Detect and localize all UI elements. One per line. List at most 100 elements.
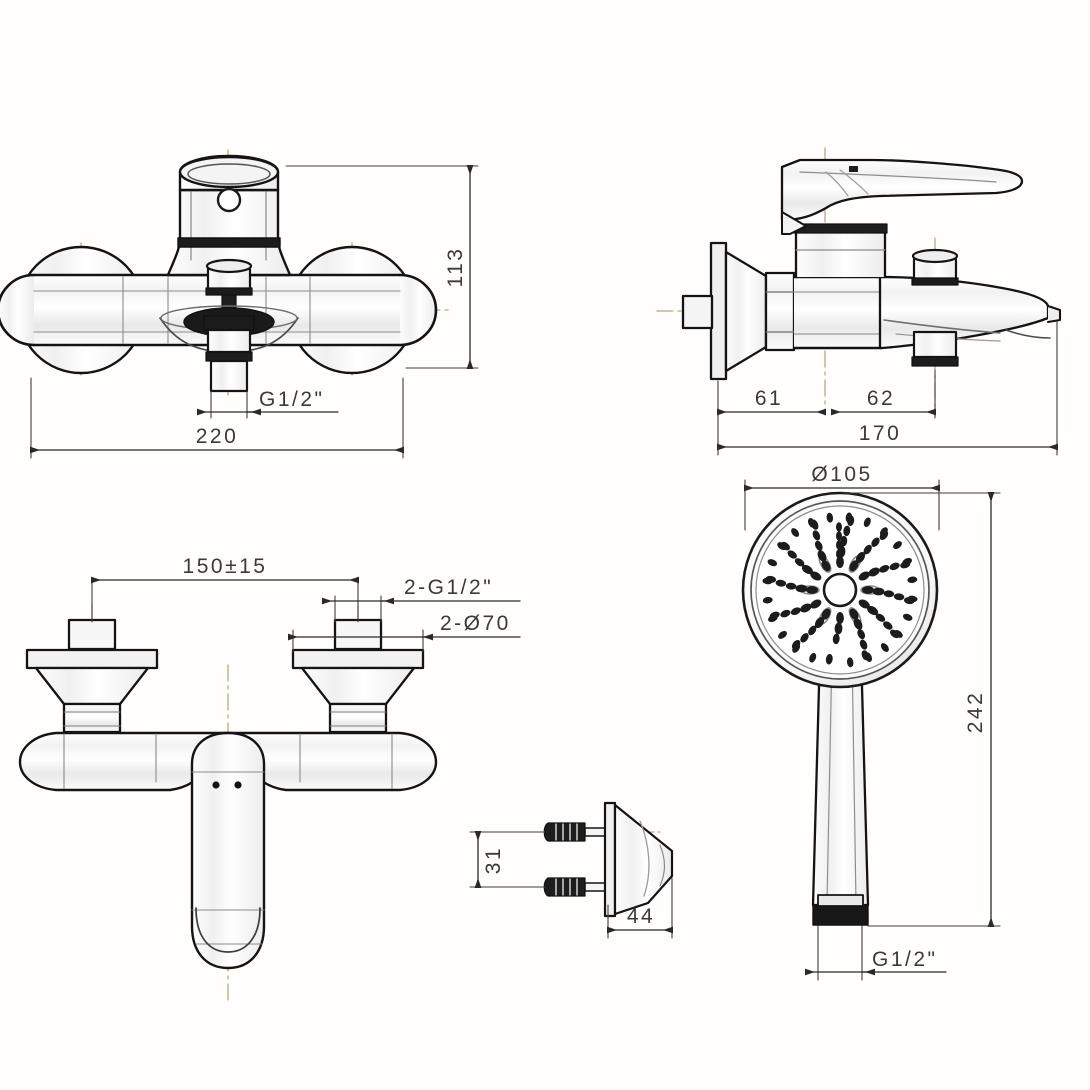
spray-nozzle [807, 518, 816, 528]
hand-shower-view: Ø105 242 G1/2" [741, 463, 1001, 981]
spray-nozzle [858, 571, 870, 581]
dimension-front-g-half: G1/2" [197, 388, 339, 419]
dimension-total-length-242: 242 [842, 492, 1001, 927]
outlet-nut [203, 315, 255, 331]
spray-nozzle [855, 551, 866, 563]
side-body-construction [793, 291, 881, 335]
spray-nozzle [867, 605, 879, 616]
body-left-cap [0, 273, 36, 347]
dimension-label-242: 242 [964, 691, 987, 734]
spray-nozzle [907, 576, 918, 584]
left-escutcheon-rim [25, 648, 159, 670]
spray-nozzle [864, 652, 873, 662]
spray-nozzle [800, 633, 809, 643]
side-lever-handle [780, 158, 1024, 222]
dimension-depth-61-62: 61 62 [717, 369, 936, 419]
bracket-holder-body [613, 803, 674, 916]
dimension-depth-170: 170 [717, 321, 1058, 456]
dimension-height-113: 113 [285, 165, 479, 369]
lever-curve-1 [825, 171, 849, 197]
bottom-plan-view: 150±15 2-G1/2" 2-Ø70 [18, 555, 521, 1001]
spray-nozzle [893, 593, 905, 601]
spray-nozzle [821, 608, 831, 620]
cartridge-housing-band [793, 223, 888, 234]
indicator-dot-right [234, 781, 242, 789]
spray-nozzle [883, 590, 895, 598]
spray-nozzle [859, 639, 868, 650]
left-inlet-nipple [67, 618, 117, 651]
dimension-label-170: 170 [859, 422, 902, 445]
lower-anchor-ribs [555, 878, 578, 896]
index-button-hole [216, 187, 242, 213]
side-diverter-top [911, 248, 959, 264]
spray-nozzle [836, 531, 842, 541]
spray-nozzle [775, 579, 787, 587]
dimension-escutcheon-70: 2-Ø70 [288, 612, 521, 653]
right-inlet-nipple [333, 618, 383, 651]
side-hex-nut [764, 271, 796, 352]
cap-inner-ellipse [187, 163, 271, 185]
hose-nut-collar [817, 894, 864, 907]
dimension-head-dia-105: Ø105 [744, 463, 940, 531]
spray-nozzle [790, 607, 801, 616]
dimension-label-dia-105: Ø105 [811, 463, 872, 486]
right-inlet-hex-nut [328, 702, 388, 734]
side-escutcheon-plate [709, 241, 728, 381]
dimension-label-2-g-half: 2-G1/2" [404, 576, 493, 599]
spray-nozzle [836, 612, 844, 624]
spray-nozzle [780, 609, 791, 618]
spray-nozzle [863, 517, 871, 528]
spray-nozzle [868, 567, 880, 577]
upper-anchor-ribs [555, 823, 578, 841]
outlet-seal [205, 351, 253, 362]
spray-nozzle [808, 625, 817, 636]
dimension-label-61: 61 [755, 387, 783, 410]
wall-pipe-stub [681, 294, 714, 330]
spray-nozzle [849, 560, 859, 572]
spray-nozzle [762, 596, 773, 604]
spray-nozzle [879, 527, 888, 537]
spray-nozzle [836, 556, 844, 568]
dimension-width-220: 220 [30, 377, 404, 459]
spray-nozzle [889, 562, 900, 571]
spray-nozzle [840, 535, 848, 547]
spray-nozzle [806, 586, 818, 594]
dimension-label-44: 44 [627, 905, 655, 928]
spray-nozzle [826, 512, 834, 523]
bracket-inner-curve-2 [659, 844, 666, 887]
lever-base-facet [781, 211, 807, 235]
dimension-label-31: 31 [482, 846, 505, 874]
handle-construction [826, 651, 857, 904]
spray-nozzle [768, 614, 778, 623]
spray-nozzle [857, 629, 866, 640]
bracket-upper-anchor [543, 822, 609, 842]
spray-nozzle [795, 584, 808, 593]
spray-nozzle [778, 630, 787, 639]
side-section-view: 61 62 170 [656, 147, 1063, 456]
bottom-body-construction [63, 733, 393, 789]
lower-anchor-plug [543, 877, 586, 897]
spray-nozzle [800, 603, 812, 613]
lever-tip-curve [195, 907, 261, 953]
spray-nozzle [883, 621, 893, 630]
bottom-lever-handle [190, 731, 266, 970]
outlet-collar [206, 328, 252, 354]
riser-construction-lines [190, 191, 267, 261]
spray-nozzle [791, 528, 800, 537]
spray-nozzle [801, 564, 813, 575]
spray-nozzle [809, 652, 817, 663]
spray-nozzle [762, 577, 773, 585]
spray-nozzle [834, 622, 843, 635]
dimension-label-220: 220 [196, 425, 239, 448]
spray-nozzle [902, 557, 912, 566]
diverter-knob-top [205, 258, 253, 274]
dimension-label-2-dia-70: 2-Ø70 [440, 612, 511, 635]
lever-index-mark [849, 166, 858, 172]
spray-nozzle [907, 595, 918, 603]
spray-nozzle [872, 587, 885, 596]
bracket-backplate [603, 801, 617, 918]
dimension-hose-thread: G1/2" [805, 925, 947, 981]
right-escutcheon-rim [291, 648, 425, 670]
